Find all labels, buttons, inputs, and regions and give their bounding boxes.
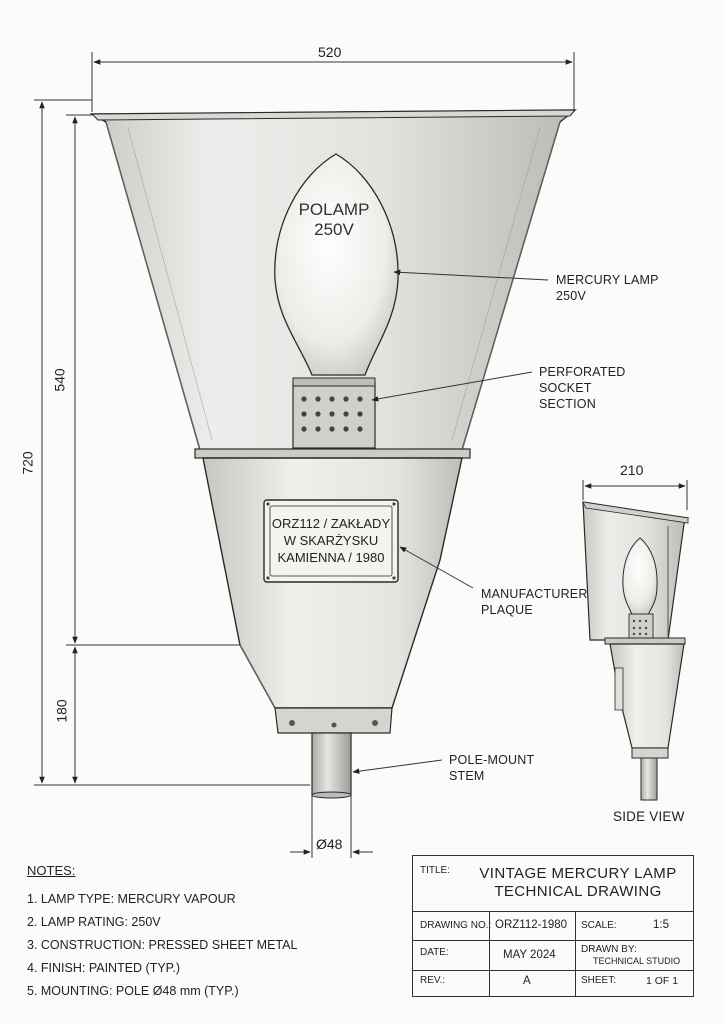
date-value: MAY 2024 [503, 949, 556, 961]
rev-value: A [523, 975, 531, 987]
lamp-front-view [89, 109, 578, 799]
callout-line: MANUFACTURER [481, 587, 588, 601]
note-item: 3. CONSTRUCTION: PRESSED SHEET METAL [27, 938, 298, 952]
mercury-bulb [274, 153, 399, 376]
drawn-by-label: DRAWN BY: [581, 944, 637, 955]
callout-line: STEM [449, 769, 485, 783]
date-label: DATE: [420, 947, 449, 958]
dim-overall-height: 720 [19, 451, 36, 475]
callout-line: PERFORATED [539, 365, 626, 379]
dim-base-height: 180 [53, 699, 70, 723]
rev-label: REV.: [420, 975, 446, 986]
plaque-line1: ORZ112 / ZAKŁADY [271, 516, 391, 531]
note-item: 5. MOUNTING: POLE Ø48 mm (TYP.) [27, 984, 239, 998]
callout-line: MERCURY LAMP [556, 273, 659, 287]
plaque-line3: KAMIENNA / 1980 [277, 550, 385, 565]
notes-title: NOTES: [27, 863, 76, 878]
dimension-lines [34, 52, 688, 858]
lamp-housing [202, 457, 463, 709]
note-item: 4. FINISH: PAINTED (TYP.) [27, 961, 181, 975]
title-block: TITLE: VINTAGE MERCURY LAMP TECHNICAL DR… [412, 855, 694, 997]
pole-stem [311, 732, 352, 796]
title-label: TITLE: [420, 865, 451, 876]
callout-mercury-lamp: MERCURY LAMP 250V [556, 272, 659, 304]
notes-list: 1. LAMP TYPE: MERCURY VAPOUR 2. LAMP RAT… [27, 888, 357, 1003]
drawing-no-label: DRAWING NO.: [420, 920, 492, 931]
side-view-label: SIDE VIEW [613, 809, 685, 824]
note-item: 1. LAMP TYPE: MERCURY VAPOUR [27, 892, 236, 906]
bulb-text: POLAMP 250V [274, 200, 394, 240]
sheet-value: 1 OF 1 [646, 975, 679, 987]
dim-stem-diameter: Ø48 [316, 836, 343, 852]
bulb-text-line2: 250V [314, 220, 354, 239]
dim-overall-width: 520 [318, 44, 342, 60]
callout-perforated-socket: PERFORATED SOCKET SECTION [539, 364, 626, 412]
callout-line: 250V [556, 289, 586, 303]
callout-manufacturer-plaque: MANUFACTURER PLAQUE [481, 586, 588, 618]
manufacturer-plaque [263, 499, 399, 583]
bulb-text-line1: POLAMP [298, 200, 370, 219]
drawing-no-value: ORZ112-1980 [495, 919, 568, 931]
scale-value: 1:5 [653, 919, 669, 931]
leader-lines [352, 269, 549, 774]
drawing-title-line1: VINTAGE MERCURY LAMP [479, 865, 677, 882]
callout-line: SECTION [539, 397, 596, 411]
notes-section: NOTES: 1. LAMP TYPE: MERCURY VAPOUR 2. L… [27, 863, 357, 1003]
scale-label: SCALE: [581, 920, 617, 931]
shade-flange [194, 448, 471, 459]
note-item: 2. LAMP RATING: 250V [27, 915, 161, 929]
callout-pole-mount: POLE-MOUNT STEM [449, 752, 534, 784]
drawing-title-line2: TECHNICAL DRAWING [494, 883, 662, 900]
callout-line: SOCKET [539, 381, 592, 395]
drawing-title: VINTAGE MERCURY LAMP TECHNICAL DRAWING [473, 865, 683, 901]
sheet-label: SHEET: [581, 975, 617, 986]
drawn-by-value: TECHNICAL STUDIO [593, 956, 681, 966]
dim-side-width: 210 [620, 462, 644, 478]
side-view [582, 501, 690, 801]
callout-line: PLAQUE [481, 603, 533, 617]
plaque-text: ORZ112 / ZAKŁADY W SKARŻYSKU KAMIENNA / … [269, 515, 393, 566]
bottom-plate [274, 707, 393, 734]
callout-line: POLE-MOUNT [449, 753, 535, 767]
plaque-line2: W SKARŻYSKU [283, 533, 379, 548]
dim-shade-height: 540 [51, 368, 68, 392]
